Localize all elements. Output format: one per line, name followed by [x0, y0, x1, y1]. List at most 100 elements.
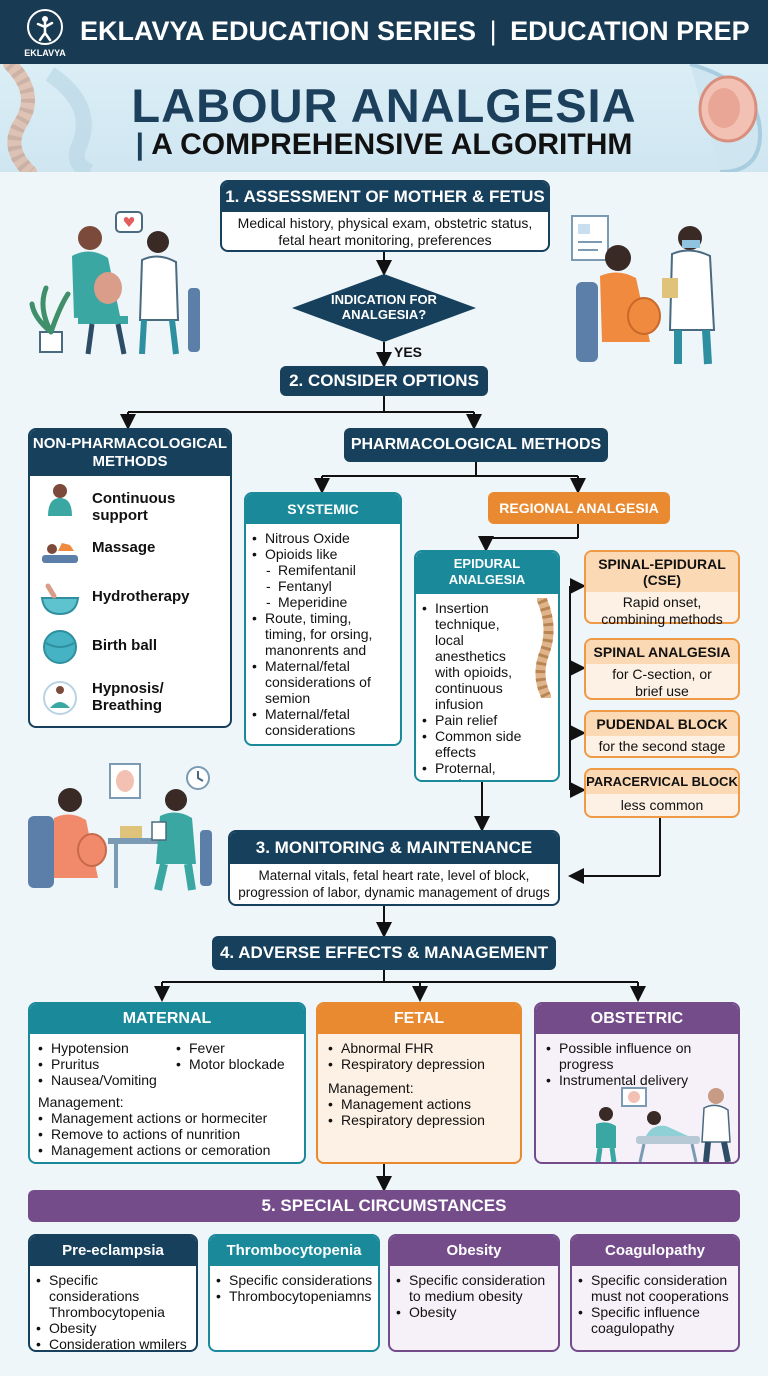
- maternal-item: Pruritus: [38, 1056, 178, 1072]
- thrombocytopenia-list: Specific considerations Thrombocytopenia…: [210, 1266, 378, 1304]
- obesity-item: Obesity: [396, 1304, 554, 1320]
- maternal-mgmt-item: Remove to actions of nunrition: [38, 1126, 302, 1142]
- cse-text: Rapid onset, combining methods: [601, 594, 723, 627]
- massage-icon: [42, 543, 78, 563]
- systemic-item: Maternal/fetal considerations of semion: [252, 658, 396, 706]
- hero-banner: [0, 64, 768, 172]
- potted-plant-icon: [29, 285, 71, 353]
- pharm-title: PHARMACOLOGICAL METHODS: [344, 428, 608, 462]
- systemic-item: Maternal/fetal considerations: [252, 706, 396, 738]
- nonpharm-item: Hydrotherapy: [40, 576, 230, 620]
- doctor-figure-icon: [138, 231, 200, 355]
- doctor-with-clipboard-icon: [662, 226, 716, 365]
- nonpharm-item: Continuous support: [40, 478, 230, 524]
- step-1-text-line2: fetal heart monitoring, preferences: [278, 232, 492, 248]
- systemic-item: Opioids like: [252, 546, 396, 562]
- birth-ball-icon: [43, 630, 77, 664]
- maternal-item: Motor blockade: [176, 1056, 302, 1072]
- epidural-item: Pain relief: [422, 712, 530, 728]
- subtitle-text: A COMPREHENSIVE ALGORITHM: [151, 128, 633, 161]
- brand-bar: [0, 0, 768, 64]
- obstetric-item: Instrumental delivery: [546, 1072, 732, 1088]
- fetal-mgmt-label: Management:: [328, 1080, 414, 1096]
- delivery-room-illustration: [595, 1087, 731, 1162]
- nonpharm-item-label: Continuous support: [92, 490, 176, 524]
- nurse-figure-icon: [151, 789, 212, 891]
- maternal-mgmt-item: Management actions or cemoration: [38, 1142, 302, 1158]
- preeclampsia-list: Specific considerations Thrombocytopenia…: [30, 1266, 196, 1352]
- nonpharm-title-line2: METHODS: [92, 453, 168, 470]
- nonpharm-item: Birth ball: [40, 625, 230, 669]
- obstetric-list: Possible influence on progress Instrumen…: [536, 1034, 738, 1088]
- pudendal-block-box: PUDENDAL BLOCK for the second stage: [584, 710, 740, 758]
- step-5-title: 5. SPECIAL CIRCUMSTANCES: [28, 1190, 740, 1222]
- preeclampsia-item: Obesity: [36, 1320, 192, 1336]
- step-3-title: 3. MONITORING & MAINTENANCE: [230, 832, 558, 864]
- preeclampsia-box: Pre-eclampsia Specific considerations Th…: [28, 1234, 198, 1352]
- maternal-item: Hypotension: [38, 1040, 178, 1056]
- obstetric-title: OBSTETRIC: [536, 1004, 738, 1034]
- step-4-title: 4. ADVERSE EFFECTS & MANAGEMENT: [212, 936, 556, 970]
- fetal-mgmt-item: Management actions: [328, 1096, 514, 1112]
- coagulopathy-item: Specific influence coagulopathy: [578, 1304, 734, 1336]
- brand-divider: |: [489, 16, 497, 46]
- epidural-item: Common side effects: [422, 728, 530, 760]
- seated-mother-icon: [28, 788, 107, 888]
- coagulopathy-box: Coagulopathy Specific consideration must…: [570, 1234, 740, 1352]
- doctor-figure-icon: [701, 1088, 731, 1162]
- maternal-list-col1: Hypotension Pruritus Nausea/Vomiting: [38, 1040, 178, 1088]
- brand-title-left: EKLAVYA EDUCATION SERIES: [80, 16, 477, 46]
- fetal-mgmt-item: Respiratory depression: [328, 1112, 514, 1128]
- page-subtitle: | A COMPREHENSIVE ALGORITHM: [0, 128, 768, 162]
- wall-clock-icon: [186, 766, 210, 790]
- obesity-item: Specific consideration to medium obesity: [396, 1272, 554, 1304]
- systemic-item: Route, timing, timing, for orsing, manon…: [252, 610, 396, 658]
- epidural-title: EPIDURAL ANALGESIA: [416, 552, 558, 594]
- nonpharm-item: Massage: [40, 527, 230, 571]
- continuous-support-icon: [48, 484, 72, 516]
- spinal-analgesia-title: SPINAL ANALGESIA: [586, 640, 738, 664]
- doctor-with-patient-illustration: [571, 215, 716, 365]
- step-3-box: 3. MONITORING & MAINTENANCE Maternal vit…: [228, 830, 560, 906]
- nonpharm-item-label: Hypnosis/ Breathing: [92, 680, 164, 714]
- nonpharm-title-line1: NON-PHARMACOLOGICAL: [32, 435, 228, 452]
- systemic-item: Nitrous Oxide: [252, 530, 396, 546]
- maternal-item: Fever: [176, 1040, 302, 1056]
- obesity-title: Obesity: [390, 1236, 558, 1266]
- epidural-item: Proternal, opain considerations: [422, 760, 530, 780]
- preeclampsia-item: Specific considerations Thrombocytopenia: [36, 1272, 192, 1320]
- nonpharm-item: Hypnosis/ Breathing: [40, 676, 230, 720]
- maternal-list-col2: Fever Motor blockade: [176, 1040, 302, 1072]
- thrombocytopenia-item: Thrombocytopeniamns: [216, 1288, 374, 1304]
- epidural-box: EPIDURAL ANALGESIA Insertion technique, …: [414, 550, 560, 782]
- hero-decoration: [3, 64, 763, 172]
- logo-figure-icon: [27, 9, 63, 45]
- nonpharm-box: NON-PHARMACOLOGICAL METHODS Continuous s…: [28, 428, 232, 728]
- paracervical-block-box: PARACERVICAL BLOCK less common: [584, 768, 740, 818]
- maternal-title: MATERNAL: [30, 1004, 304, 1034]
- eklavya-logo: EKLAVYA: [14, 6, 76, 60]
- wall-chart-icon: [571, 215, 609, 261]
- epidural-item: Insertion technique, local anesthetics w…: [422, 600, 530, 712]
- heart-speech-bubble-icon: [115, 211, 143, 233]
- nonpharm-item-label: Hydrotherapy: [92, 588, 190, 605]
- regional-title: REGIONAL ANALGESIA: [488, 492, 670, 524]
- logo-text: EKLAVYA: [24, 48, 66, 58]
- patient-bed-icon: [636, 1111, 700, 1162]
- page-title: LABOUR ANALGESIA: [131, 79, 637, 132]
- step-1-box: 1. ASSESSMENT OF MOTHER & FETUS Medical …: [220, 180, 550, 252]
- mother-consultation-illustration: [29, 211, 200, 355]
- fetal-item: Abnormal FHR: [328, 1040, 514, 1056]
- nonpharm-title: NON-PHARMACOLOGICAL METHODS: [30, 430, 230, 476]
- subtitle-bar: |: [135, 128, 152, 161]
- nonpharm-item-label: Massage: [92, 539, 156, 556]
- decision-diamond: [292, 274, 476, 342]
- fetal-mgmt-list: Management actions Respiratory depressio…: [318, 1096, 520, 1128]
- cse-title: SPINAL-EPIDURAL (CSE): [586, 552, 738, 592]
- maternal-box: MATERNAL Hypotension Pruritus Nausea/Vom…: [28, 1002, 306, 1164]
- coagulopathy-item: Specific consideration must not cooperat…: [578, 1272, 734, 1304]
- ultrasound-screen-icon: [621, 1087, 647, 1107]
- step-3-text: Maternal vitals, fetal heart rate, level…: [230, 864, 558, 901]
- thrombocytopenia-box: Thrombocytopenia Specific considerations…: [208, 1234, 380, 1352]
- pudendal-block-text: for the second stage: [598, 738, 726, 754]
